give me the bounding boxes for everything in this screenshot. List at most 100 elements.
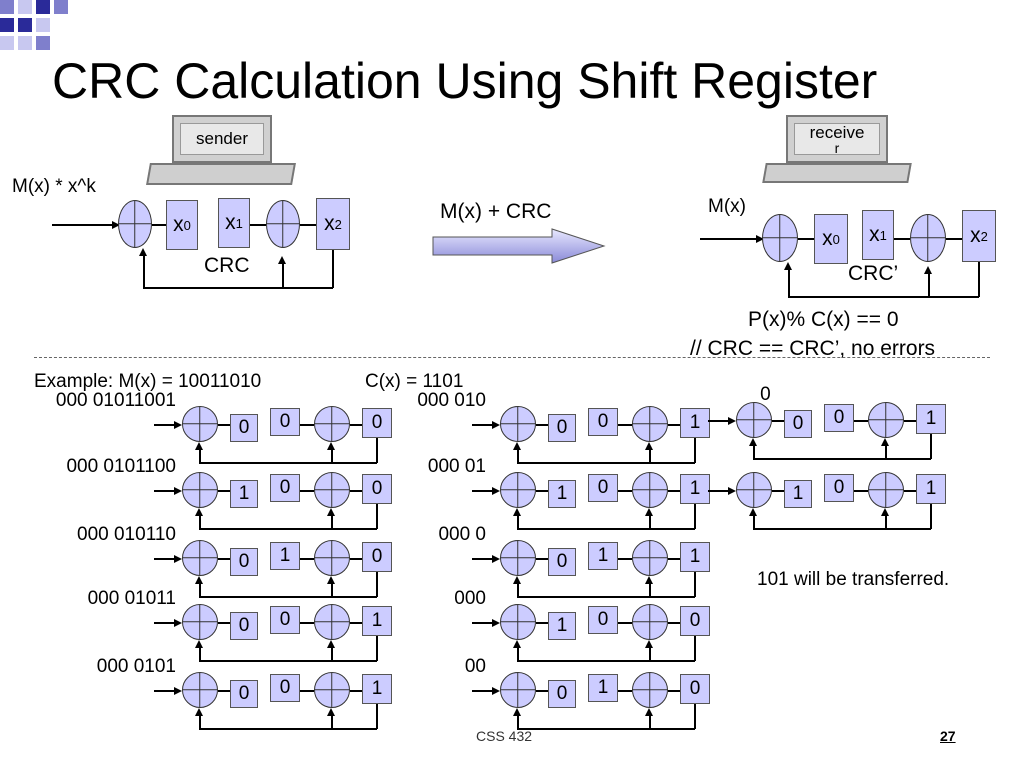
step-feedback — [517, 728, 695, 730]
step-input-label: 000 — [454, 588, 486, 609]
step-bit-1: 0 — [588, 408, 618, 436]
step-feedback — [331, 448, 333, 463]
step-link — [772, 490, 786, 492]
step-feedback — [376, 572, 378, 597]
step-link — [618, 622, 632, 624]
step-bit-2: 1 — [680, 408, 710, 438]
step-link — [668, 558, 680, 560]
example-mx-label: Example: M(x) = 10011010 — [34, 371, 262, 392]
step-input-label: 000 0101 — [96, 656, 176, 677]
step-link — [218, 622, 232, 624]
step-bit-0: 0 — [230, 548, 258, 576]
step-xor-2 — [314, 672, 350, 708]
step-feedback — [649, 514, 651, 529]
step-link — [218, 558, 232, 560]
step-feedback — [199, 596, 377, 598]
step-input-arrow — [174, 421, 182, 429]
step-link — [350, 558, 362, 560]
step-input-line — [472, 490, 494, 492]
step-xor-2 — [314, 540, 350, 576]
receiver-check-formula: P(x)% C(x) == 0 — [748, 308, 899, 331]
step-feedback — [649, 714, 651, 729]
step-feedback — [199, 448, 201, 463]
step-feedback — [199, 462, 377, 464]
step-link — [854, 490, 868, 492]
step-bit-2: 1 — [362, 674, 392, 704]
step-link — [300, 424, 314, 426]
step-input-arrow — [492, 487, 500, 495]
step-link — [350, 490, 362, 492]
step-xor-1 — [182, 604, 218, 640]
step-input-line — [154, 490, 176, 492]
step-link — [904, 490, 916, 492]
step-input-arrow — [174, 619, 182, 627]
step-feedback — [753, 458, 931, 460]
transmission-arrow-icon — [432, 228, 606, 264]
step-link — [218, 690, 232, 692]
step-feedback-arrow — [645, 576, 653, 584]
receiver-check-comment: // CRC == CRC’, no errors — [690, 337, 936, 360]
step-feedback — [376, 504, 378, 529]
step-link — [772, 420, 786, 422]
step-xor-1 — [500, 472, 536, 508]
sender-crc-label: CRC — [204, 254, 250, 277]
step-xor-1 — [182, 406, 218, 442]
step-feedback-arrow — [327, 508, 335, 516]
step-feedback-arrow — [513, 508, 521, 516]
step-bit-0: 0 — [784, 410, 812, 438]
step-feedback — [199, 528, 377, 530]
step-input-label: 000 010 — [417, 390, 486, 411]
step-bit-2: 1 — [916, 404, 946, 434]
step-input-arrow — [492, 619, 500, 627]
step-feedback-arrow — [749, 438, 757, 446]
step-link — [350, 622, 362, 624]
sender-xor-1 — [118, 200, 152, 248]
step-input-label: 000 0101100 — [66, 456, 176, 477]
step-bit-1: 0 — [824, 404, 854, 432]
step-feedback — [649, 448, 651, 463]
step-feedback — [694, 636, 696, 661]
step-xor-2 — [868, 472, 904, 508]
step-input-label: 000 01011 — [87, 588, 176, 609]
step-feedback-arrow — [195, 708, 203, 716]
step-feedback-arrow — [513, 576, 521, 584]
step-feedback-arrow — [513, 640, 521, 648]
step-input-line — [472, 690, 494, 692]
sender-input-label: M(x) * x^k — [12, 176, 96, 197]
step-bit-0: 0 — [230, 680, 258, 708]
step-bit-0: 1 — [784, 480, 812, 508]
step-bit-2: 1 — [680, 542, 710, 572]
step-feedback — [753, 514, 755, 529]
step-feedback — [930, 434, 932, 459]
step-feedback — [517, 714, 519, 729]
step-bit-2: 1 — [916, 474, 946, 504]
step-bit-0: 0 — [548, 548, 576, 576]
step-bit-2: 1 — [362, 606, 392, 636]
step-xor-2 — [632, 540, 668, 576]
step-input-label: 000 01011001 — [55, 390, 176, 411]
step-xor-1 — [500, 604, 536, 640]
step-xor-1 — [500, 406, 536, 442]
step-feedback — [517, 448, 519, 463]
step-xor-2 — [632, 406, 668, 442]
step-feedback-arrow — [195, 576, 203, 584]
step-link — [536, 558, 550, 560]
step-feedback — [517, 582, 519, 597]
step-input-arrow — [492, 687, 500, 695]
step-link — [300, 690, 314, 692]
step-link — [904, 420, 916, 422]
step-feedback — [376, 438, 378, 463]
step-feedback — [649, 582, 651, 597]
step-input-arrow — [174, 555, 182, 563]
example-result: 101 will be transferred. — [757, 569, 950, 590]
step-input-line — [708, 420, 730, 422]
step-feedback-arrow — [645, 442, 653, 450]
step-input-arrow — [728, 487, 736, 495]
receiver-input-label: M(x) — [708, 196, 746, 217]
step-link — [536, 424, 550, 426]
step-feedback-arrow — [513, 708, 521, 716]
